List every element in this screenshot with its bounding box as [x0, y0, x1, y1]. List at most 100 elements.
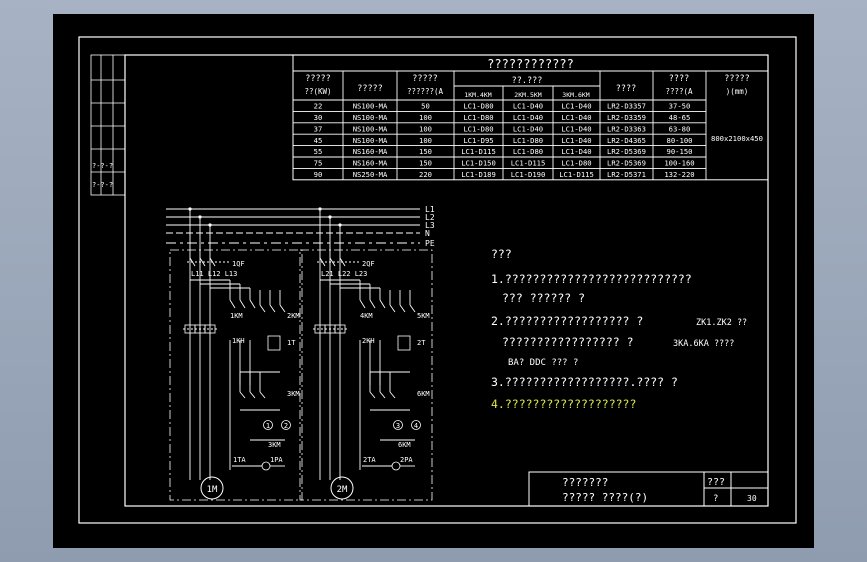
svg-text:?-?-?: ?-?-? [92, 162, 113, 170]
table-cell: LC1-D40 [561, 147, 591, 156]
contactor-contact [259, 304, 266, 313]
table-cell: LR2-D3359 [607, 113, 646, 122]
note-1: 1.??????????????????????????? [491, 272, 692, 286]
table-cell: 55 [314, 147, 323, 156]
table-cell: NS250-MA [353, 170, 388, 179]
binding-strip-marks: ?-?-? ?-?-? [92, 162, 113, 189]
relay-label: 2KH [362, 337, 375, 345]
busbar-label: PE [425, 239, 435, 248]
contactor-1-label: 4KM [360, 312, 373, 320]
motor-symbol [330, 476, 354, 500]
table-cell: 37-50 [669, 102, 691, 111]
breaker-label: 1QF [232, 260, 245, 268]
table-cell: LC1-D80 [513, 147, 543, 156]
table-cell: LC1-D80 [561, 159, 591, 168]
component-selection-table: ???????????????????(KW)????????????????(… [292, 54, 769, 181]
table-cell: 63-80 [669, 124, 691, 133]
transformer-label: 1T [287, 339, 296, 347]
note-2c: BA? DDC ??? ? [508, 358, 578, 368]
svg-text:?-?-?: ?-?-? [92, 181, 113, 189]
busbar-label: L3 [425, 221, 435, 230]
note-2b: ????????????????? ? [502, 335, 634, 349]
bus-junction [198, 215, 202, 219]
table-cell: 75 [314, 159, 323, 168]
terminal-number: 3 [396, 422, 400, 430]
contactor-3-label: 6KM [417, 390, 430, 398]
contactor-contact [389, 391, 396, 399]
table-cell: 100 [419, 124, 432, 133]
table-cell: LC1-D80 [463, 113, 493, 122]
table-cell: LC1-D40 [513, 124, 543, 133]
breaker-contact [329, 257, 336, 267]
contactor-contact [279, 304, 286, 313]
table-cell: NS160-MA [353, 147, 388, 156]
note-2b-tag: 3KA.6KA ???? [673, 339, 734, 349]
ammeter-label: 2PA [400, 456, 413, 464]
table-cell: 100-160 [664, 159, 694, 168]
contactor-contact [389, 304, 396, 313]
current-transformer-label: 1TA [233, 456, 246, 464]
table-cell: LC1-D40 [513, 113, 543, 122]
contactor-3-label: 3KM [287, 390, 300, 398]
fuse-label: L21 L22 L23 [321, 270, 367, 278]
table-cell: LR2-D5371 [607, 170, 646, 179]
contactor-contact [399, 304, 406, 313]
table-cell: LR2-D4365 [607, 136, 646, 145]
terminal-number: 1 [266, 422, 270, 430]
table-border [292, 54, 769, 181]
contactor-2-label: 2KM [287, 312, 300, 320]
bus-junction [318, 207, 322, 211]
control-contactor-label: 3KM [268, 441, 281, 449]
table-cell: LC1-D40 [513, 102, 543, 111]
header-contactor-2: 2KM.5KM [514, 91, 541, 99]
table-cell: LC1-D80 [463, 124, 493, 133]
table-cell: 45 [314, 136, 323, 145]
table-cell: LC1-D80 [463, 102, 493, 111]
table-title: ???????????? [487, 57, 574, 71]
sheet-label: ? [713, 494, 718, 504]
table-cell: LR2-D5369 [607, 159, 646, 168]
table-size-value: 800x2100x450 [711, 134, 763, 143]
transformer-label: 2T [417, 339, 426, 347]
table-cell: LC1-D40 [561, 124, 591, 133]
table-cell: 50 [421, 102, 430, 111]
contactor-contact [269, 304, 276, 313]
fuse-label: L11 L12 L13 [191, 270, 237, 278]
table-cell: NS100-MA [353, 102, 388, 111]
outer-frame [78, 36, 797, 524]
table-cell: 132-220 [664, 170, 694, 179]
contactor-contact [259, 391, 266, 399]
busbar-label: L2 [425, 213, 435, 222]
contactor-2-label: 5KM [417, 312, 430, 320]
bus-junction [338, 223, 342, 227]
busbar-label: L1 [425, 205, 435, 214]
current-transformer-label: 2TA [363, 456, 376, 464]
header-size: ????? [724, 74, 750, 84]
header-power: ????? [305, 74, 331, 84]
terminal-number: 4 [414, 422, 418, 430]
busbar-label: N [425, 229, 430, 238]
bus-junction [328, 215, 332, 219]
table-cell: LC1-D40 [561, 113, 591, 122]
table-cell: 150 [419, 159, 432, 168]
drawing-sheet [53, 14, 814, 548]
table-cell: LR2-D3357 [607, 102, 646, 111]
header-relay: ???? [616, 84, 636, 94]
transformer [397, 335, 411, 351]
ammeter-label: 1PA [270, 456, 283, 464]
table-cell: LC1-D190 [511, 170, 546, 179]
header-breaker: ????? [357, 84, 383, 94]
contactor-contact [359, 299, 366, 309]
note-2: 2.?????????????????? ? [491, 314, 643, 328]
table-cell: LC1-D80 [513, 136, 543, 145]
header-range: ???? [669, 74, 689, 84]
transformer [267, 335, 281, 351]
table-cell: LC1-D40 [561, 102, 591, 111]
motor-symbol [200, 476, 224, 500]
table-cell: 90-150 [667, 147, 693, 156]
motor-label: 2M [337, 485, 348, 495]
control-contactor-label: 6KM [398, 441, 411, 449]
